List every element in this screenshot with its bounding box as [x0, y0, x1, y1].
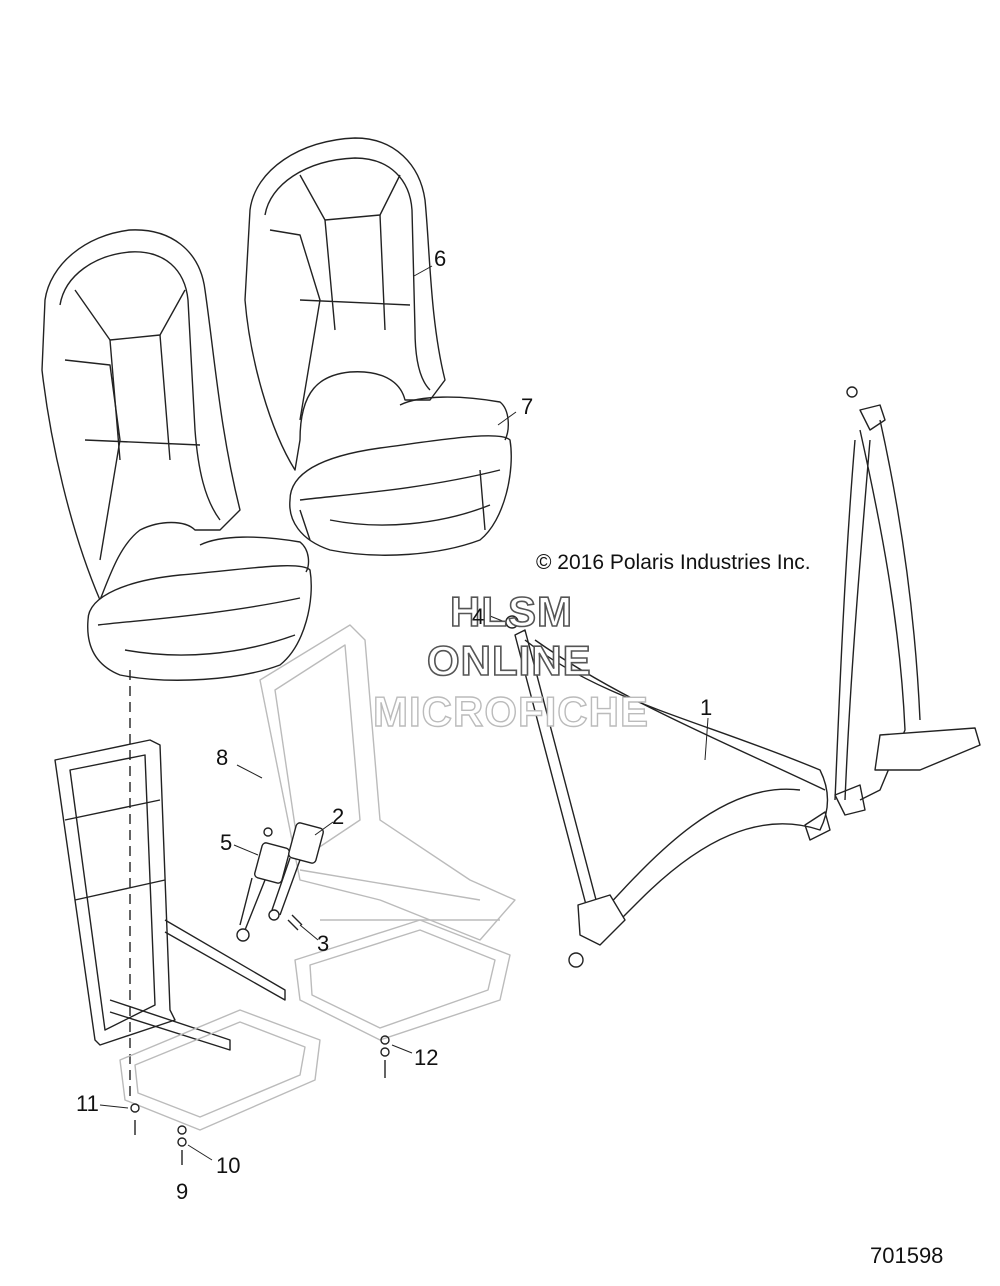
watermark-line-1: HLSM — [449, 587, 573, 636]
seat-frame-front — [54, 739, 286, 1051]
callout-7: 7 — [521, 394, 534, 419]
callout-2: 2 — [332, 804, 345, 829]
seat-frame-rear — [259, 624, 516, 1041]
callout-5: 5 — [220, 830, 233, 855]
fasteners — [130, 827, 390, 1165]
seat-belt-main — [505, 615, 831, 968]
leader-lines — [99, 265, 709, 1161]
seat-belt-buckles — [236, 822, 324, 942]
figure-number: 701598 — [870, 1243, 944, 1268]
callout-10: 10 — [216, 1153, 241, 1178]
callout-8: 8 — [216, 745, 229, 770]
callout-3: 3 — [317, 931, 330, 956]
callout-11: 11 — [76, 1091, 99, 1116]
callout-1: 1 — [700, 695, 713, 720]
seat-rear — [244, 137, 512, 556]
callout-12: 12 — [414, 1045, 439, 1070]
watermark-line-3: MICROFICHE — [372, 687, 649, 735]
watermark-line-2: ONLINE — [426, 636, 592, 685]
callout-9: 9 — [176, 1179, 189, 1204]
callout-4: 4 — [472, 604, 485, 629]
slider-base-front — [119, 1009, 321, 1131]
seat-front — [41, 229, 312, 681]
callout-6: 6 — [434, 246, 447, 271]
seat-belt-secondary — [834, 386, 981, 816]
copyright-text: © 2016 Polaris Industries Inc. — [536, 551, 811, 574]
